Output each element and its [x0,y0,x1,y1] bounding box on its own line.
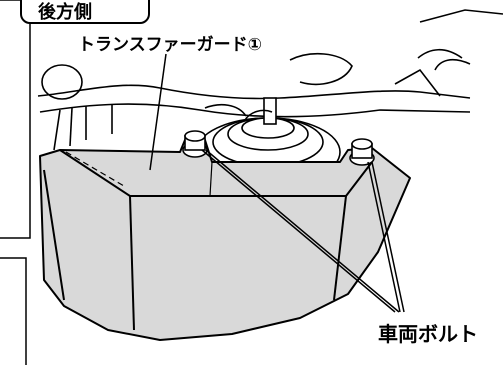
bolt-leader-line-left [201,149,396,313]
vehicle-bolt-left [182,130,208,158]
vehicle-bolt-right [349,138,375,166]
vehicle-bolt-label: 車両ボルト [378,322,478,346]
vehicle-underbody-outline [37,9,503,151]
leader-lines [149,53,405,313]
transfer-guard-label: トランスファーガード① [78,35,263,55]
guard-leader-line [149,53,167,171]
left-frame-edge [0,0,31,365]
bolt-leader-line-right [367,161,401,313]
section-tab-label: 後方側 [38,2,92,23]
transfer-guard [39,139,411,341]
section-tab-rear: 後方側 [20,0,150,24]
